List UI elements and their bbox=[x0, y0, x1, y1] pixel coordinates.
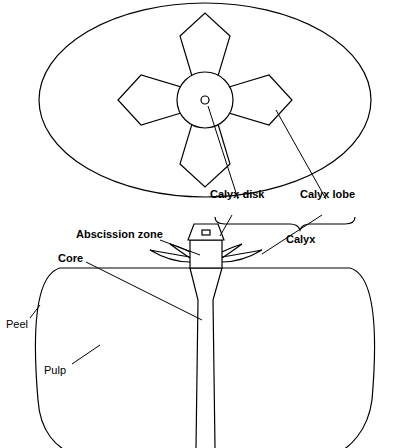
calyx-disk-side bbox=[188, 224, 224, 240]
calyx-lobes-top bbox=[118, 13, 292, 187]
part-label: Core bbox=[58, 252, 83, 264]
leader-lines bbox=[30, 106, 326, 364]
calyx-center-side bbox=[202, 230, 210, 235]
calyx-center bbox=[201, 96, 209, 104]
part-label: Calyx disk bbox=[210, 188, 264, 200]
core-line bbox=[213, 268, 222, 448]
core-line bbox=[190, 268, 198, 448]
fruit-section-outline bbox=[35, 268, 374, 448]
calyx-disk-top bbox=[177, 72, 233, 128]
part-label: Calyx lobe bbox=[300, 188, 355, 200]
group-label: Calyx bbox=[286, 233, 315, 245]
fruit-top-outline bbox=[39, 3, 371, 197]
calyx-lobes-side bbox=[150, 244, 262, 262]
part-label: Peel bbox=[6, 318, 28, 330]
part-label: Abscission zone bbox=[76, 228, 163, 240]
part-label: Pulp bbox=[44, 364, 66, 376]
calyx-brace bbox=[215, 217, 355, 230]
abscission-zone bbox=[190, 240, 222, 268]
